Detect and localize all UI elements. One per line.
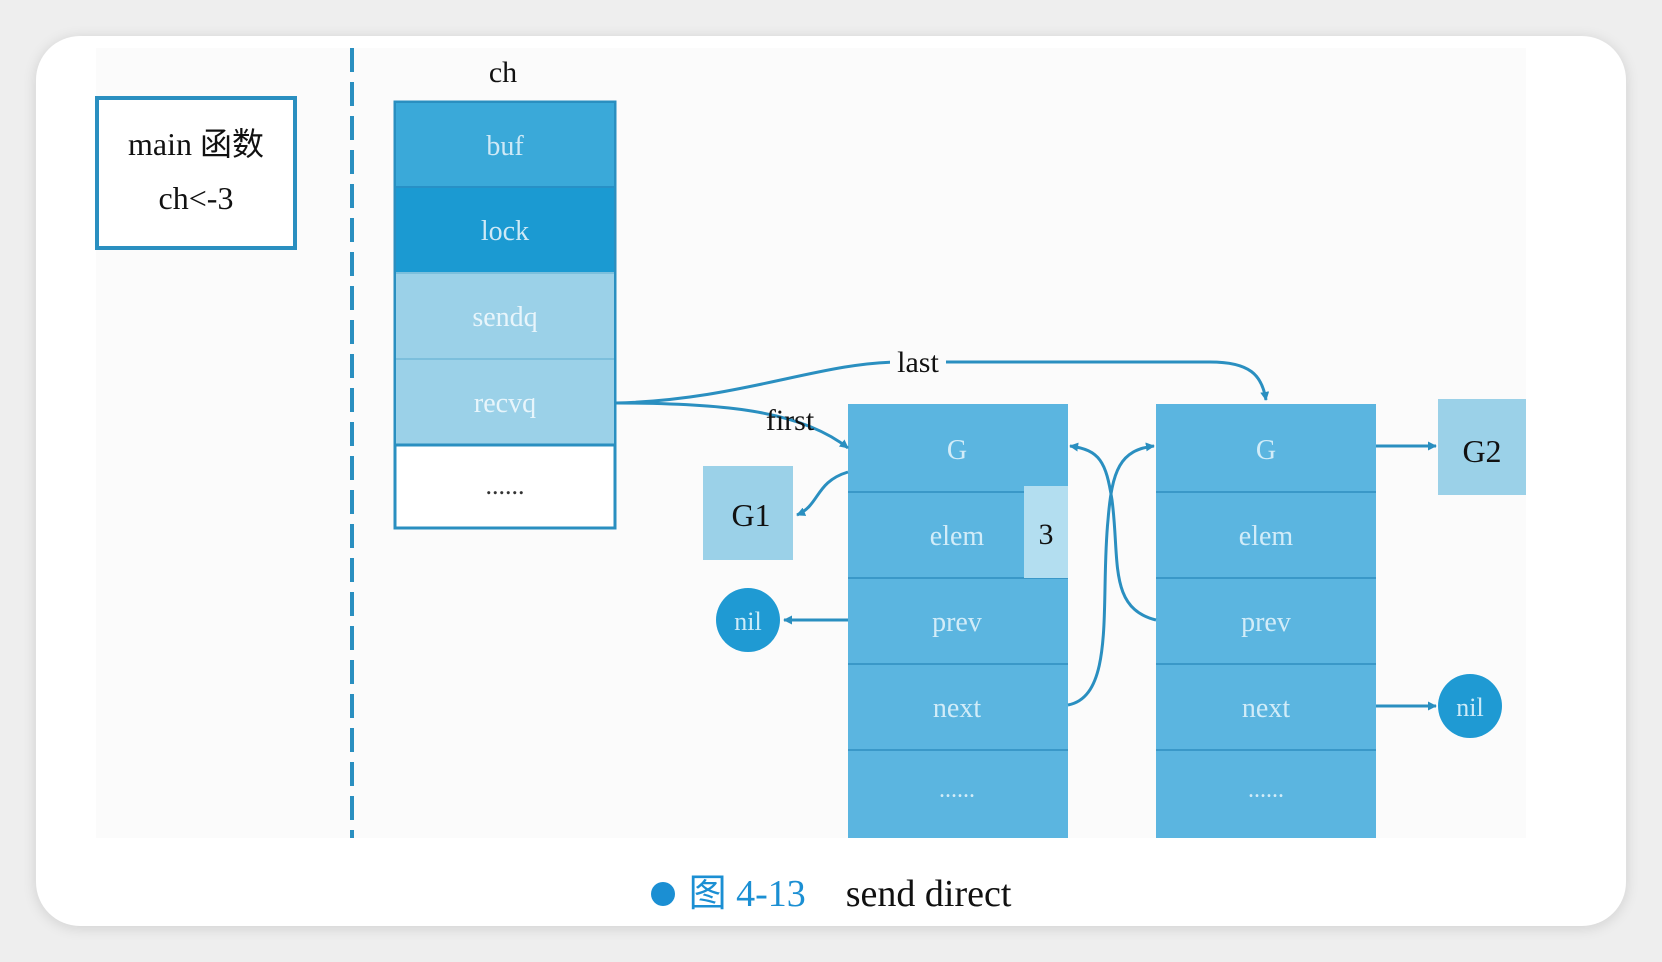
channel-field-label: recvq bbox=[474, 388, 536, 419]
channel-title: ch bbox=[489, 56, 517, 89]
channel-struct: ch buf lock sendq recvq ...... bbox=[393, 56, 617, 530]
g-field-to-g1-arrow bbox=[796, 470, 849, 517]
channel-field-label: ...... bbox=[486, 471, 525, 500]
sudog-field-label: next bbox=[1242, 693, 1290, 724]
channel-field-label: lock bbox=[481, 216, 529, 247]
goroutine-g1: G1 bbox=[703, 466, 793, 560]
main-function-label: main 函数 bbox=[128, 126, 264, 162]
prev-to-node1-arrow bbox=[1069, 442, 1157, 622]
channel-field-buf bbox=[396, 103, 614, 187]
first-pointer-arrow bbox=[615, 401, 849, 450]
sudog-node-2: G elem prev next ...... bbox=[1156, 404, 1376, 838]
channel-field-lock bbox=[396, 187, 614, 273]
figure-number: 图 4-13 bbox=[688, 873, 806, 915]
nil-node-left: nil bbox=[716, 588, 780, 652]
figure-title: send direct bbox=[845, 873, 1012, 915]
nil-label: nil bbox=[734, 607, 761, 636]
pointer-arrows bbox=[615, 360, 1437, 711]
sudog-field-label: G bbox=[1256, 435, 1276, 466]
sudog-field-label: elem bbox=[1239, 521, 1294, 552]
sudog-field-label: prev bbox=[1241, 607, 1291, 638]
sudog-field-label: elem bbox=[930, 521, 985, 552]
sudog-field-label: next bbox=[933, 693, 981, 724]
channel-field-sendq bbox=[396, 273, 614, 359]
nil-label: nil bbox=[1456, 693, 1483, 722]
main-function-box: main 函数 ch<-3 bbox=[95, 96, 297, 250]
goroutine-g1-label: G1 bbox=[731, 497, 770, 533]
elem-value: 3 bbox=[1039, 518, 1054, 551]
last-pointer-arrow bbox=[615, 360, 1270, 405]
sudog-field-label: prev bbox=[932, 607, 982, 638]
next-to-node2-arrow bbox=[1067, 442, 1155, 707]
sudog-field-label: G bbox=[947, 435, 967, 466]
goroutine-g2: G2 bbox=[1438, 399, 1526, 495]
figure-caption: 图 4-13 send direct bbox=[0, 862, 1662, 917]
channel-field-label: sendq bbox=[472, 302, 537, 333]
channel-field-recvq bbox=[396, 359, 614, 445]
sudog-field-label: ...... bbox=[939, 777, 975, 803]
channel-field-label: buf bbox=[486, 131, 524, 162]
sudog-node-1: 3 G elem prev next ...... bbox=[848, 404, 1068, 838]
last-edge-label: last bbox=[897, 346, 939, 379]
main-send-statement: ch<-3 bbox=[159, 180, 234, 216]
nil-node-right: nil bbox=[1438, 674, 1502, 738]
sudog-field-label: ...... bbox=[1248, 777, 1284, 803]
goroutine-g2-label: G2 bbox=[1462, 433, 1501, 469]
elem-value-cell bbox=[1024, 486, 1068, 578]
first-edge-label: first bbox=[766, 404, 815, 437]
caption-bullet-icon bbox=[650, 882, 675, 907]
